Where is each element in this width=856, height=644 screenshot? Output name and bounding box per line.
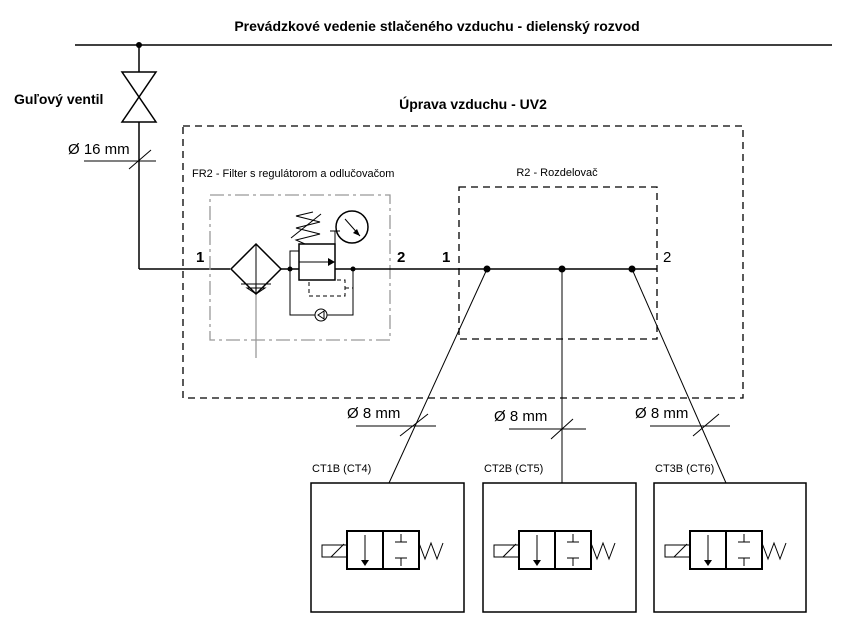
branch-diameter-1-tick — [399, 413, 429, 437]
valve-3-box — [653, 482, 807, 613]
valve-2-label: CT2B (CT5) — [484, 463, 543, 475]
solenoid-valve-3-icon — [664, 530, 787, 570]
pressure-gauge-icon — [330, 210, 369, 244]
fr-port-in: 1 — [196, 249, 204, 266]
dist-port-out: 2 — [663, 249, 671, 266]
branch-line-1 — [388, 268, 488, 484]
branch-diameter-3: Ø 8 mm — [635, 405, 688, 422]
distributor-label: R2 - Rozdelovač — [516, 167, 598, 179]
air-unit-title: Úprava vzduchu - UV2 — [399, 95, 547, 112]
valve-1-label: CT1B (CT4) — [312, 463, 371, 475]
regulator-adjust-arrow — [290, 213, 322, 239]
ball-valve-label: Guľový ventil — [14, 91, 103, 107]
ball-valve-icon — [120, 71, 158, 123]
branch-diameter-3-tick — [692, 413, 720, 437]
distributor-frame — [458, 186, 658, 340]
filter-icon — [229, 242, 283, 296]
solenoid-valve-1-icon — [321, 530, 444, 570]
fr-port-out: 2 — [397, 249, 405, 266]
dist-port-in: 1 — [442, 249, 450, 266]
main-pipe-diameter-tick — [128, 149, 152, 170]
filter-regulator-boundary — [209, 194, 391, 341]
filter-regulator-label: FR2 - Filter s regulátorom a odlučovačom — [192, 168, 394, 180]
solenoid-valve-2-icon — [493, 530, 616, 570]
branch-diameter-2-tick — [550, 418, 574, 440]
branch-line-3 — [631, 268, 727, 484]
valve-2-box — [482, 482, 637, 613]
supply-line-title: Prevádzkové vedenie stlačeného vzduchu -… — [234, 18, 639, 34]
main-pipe-diameter: Ø 16 mm — [68, 141, 130, 158]
branch-diameter-2: Ø 8 mm — [494, 408, 547, 425]
pressure-regulator-icon — [289, 243, 354, 322]
air-unit-frame — [182, 125, 744, 399]
regulator-spring-icon — [294, 211, 321, 245]
valve-3-label: CT3B (CT6) — [655, 463, 714, 475]
branch-diameter-1: Ø 8 mm — [347, 405, 400, 422]
valve-1-box — [310, 482, 465, 613]
